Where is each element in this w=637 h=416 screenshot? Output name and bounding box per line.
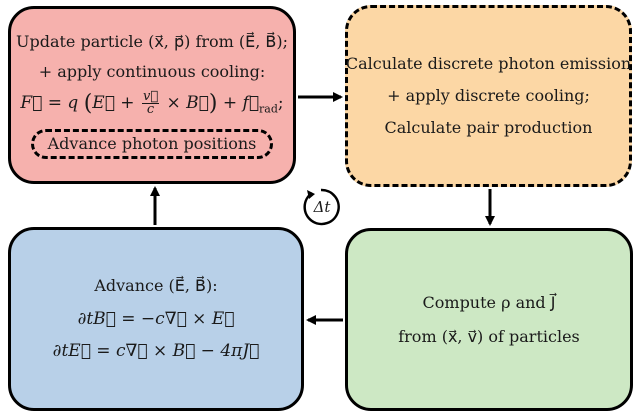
update-line-2: + apply continuous cooling: — [38, 61, 266, 81]
photon-emission-box: Calculate discrete photon emission + app… — [345, 5, 632, 187]
current-line-2: from (x⃗, v⃗) of particles — [398, 326, 580, 346]
force-equation: F⃗ = q (E⃗ + v⃗c × B⃗) + f⃗rad; — [20, 88, 284, 117]
photon-advance-pill: Advance photon positions — [30, 129, 274, 160]
field-advance-box: Advance (E⃗, B⃗): ∂tB⃗ = −c∇⃗ × E⃗ ∂tE⃗ … — [8, 227, 304, 411]
current-line-1: Compute ρ and J⃗ — [422, 292, 556, 312]
ampere-equation: ∂tE⃗ = c∇⃗ × B⃗ − 4πJ⃗ — [52, 341, 260, 361]
force-eq-sub: rad — [259, 102, 278, 116]
emission-line-1: Calculate discrete photon emission — [345, 54, 632, 73]
force-eq-tail: + f⃗ — [222, 92, 260, 113]
fields-line-1: Advance (E⃗, B⃗): — [94, 276, 218, 295]
cycle-arrow-icon — [303, 188, 340, 226]
force-eq-end: ; — [277, 92, 284, 113]
frac-num: v⃗ — [141, 88, 160, 104]
force-eq-rest: × B⃗ — [166, 92, 209, 113]
current-deposit-box: Compute ρ and J⃗ from (x⃗, v⃗) of partic… — [345, 228, 633, 411]
force-eq-e: E⃗ + — [92, 92, 135, 113]
emission-line-3: Calculate pair production — [384, 118, 593, 137]
faraday-equation: ∂tB⃗ = −c∇⃗ × E⃗ — [77, 309, 235, 329]
v-over-c: v⃗c — [141, 88, 160, 117]
update-line-1: Update particle (x⃗, p⃗) from (E⃗, B⃗); — [15, 31, 289, 51]
frac-den: c — [146, 101, 155, 117]
timestep-label: Δt — [313, 198, 331, 216]
emission-line-2: + apply discrete cooling; — [387, 86, 590, 105]
particle-update-box: Update particle (x⃗, p⃗) from (E⃗, B⃗); … — [8, 6, 296, 184]
force-eq-lhs: F⃗ = q — [20, 92, 79, 113]
